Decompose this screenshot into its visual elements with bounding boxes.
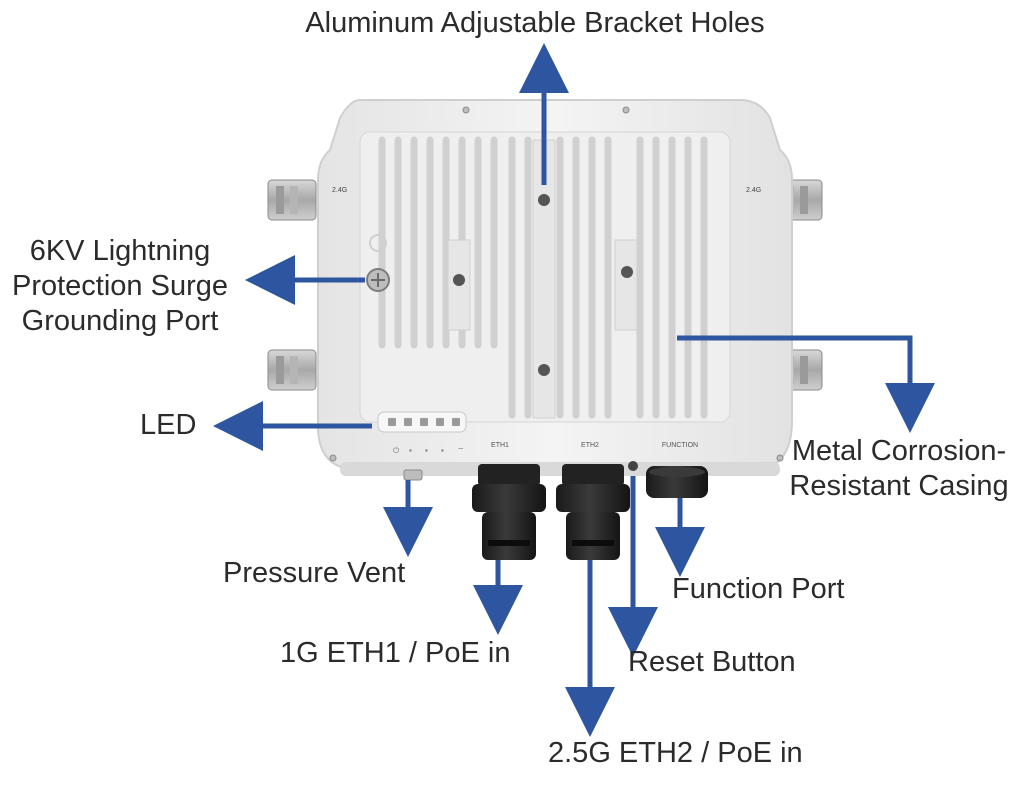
label-reset-button: Reset Button: [628, 646, 796, 678]
antenna-connector-left-top: [267, 179, 317, 221]
function-port: [646, 466, 708, 498]
label-eth2: 2.5G ETH2 / PoE in: [548, 737, 803, 769]
eth1-cable-gland: [472, 464, 546, 560]
svg-text:▪: ▪: [409, 446, 412, 455]
svg-text:⌔: ⌔: [457, 446, 465, 455]
reset-button: [628, 461, 638, 471]
grounding-screw: [366, 268, 390, 292]
svg-text:▪: ▪: [425, 446, 428, 455]
label-led: LED: [140, 409, 197, 441]
label-lightning-port: 6KV Lightning Protection Surge Grounding…: [11, 235, 228, 337]
port-label-eth2: ETH2: [581, 442, 599, 449]
bracket-hole: [453, 194, 633, 376]
port-label-eth1: ETH1: [491, 442, 509, 449]
arrow-casing: [677, 335, 935, 433]
label-casing: Metal Corrosion- Resistant Casing: [789, 435, 1009, 502]
svg-text:⏻: ⏻: [393, 446, 400, 455]
led-panel: [377, 411, 467, 433]
antenna-connector-left-bottom: [267, 349, 317, 391]
port-label-function: FUNCTION: [662, 442, 698, 449]
label-bracket-holes: Aluminum Adjustable Bracket Holes: [305, 7, 765, 39]
antenna-label-right: 2.4G: [746, 187, 761, 194]
label-pressure-vent: Pressure Vent: [223, 557, 406, 589]
antenna-label-left: 2.4G: [332, 187, 347, 194]
svg-text:▪: ▪: [441, 446, 444, 455]
label-function-port: Function Port: [672, 573, 845, 605]
pressure-vent: [403, 469, 423, 481]
eth2-cable-gland: [556, 464, 630, 560]
led-status-icons: ⏻ ▪ ▪ ▪ ⌔: [393, 446, 465, 455]
label-eth1: 1G ETH1 / PoE in: [280, 637, 511, 669]
